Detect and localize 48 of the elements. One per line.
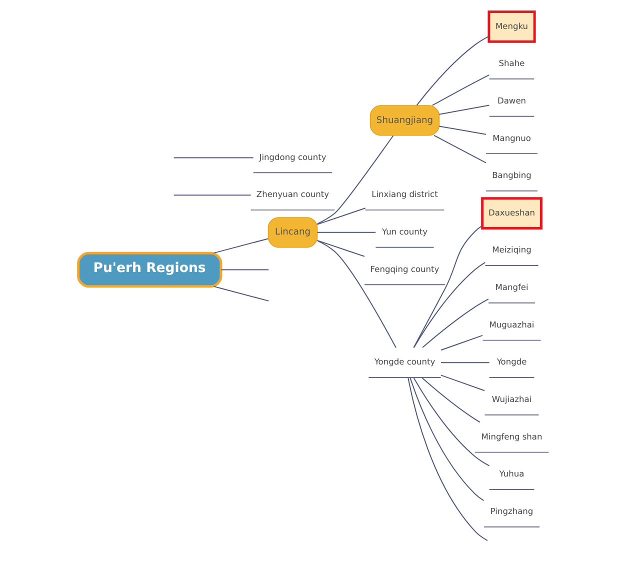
connector [413,262,486,348]
node-text: Dawen [497,95,526,106]
node-text: Mangnuo [492,132,531,143]
connector [421,377,480,423]
connector [213,286,270,302]
node-text: Yuhua [499,468,524,479]
node-box: Shuangjiang [370,105,440,136]
connector [173,157,254,158]
connector [408,377,488,542]
node-text: Yongde county [374,356,436,367]
node-text: Jingdong county [259,152,326,162]
node-text: Fengqing county [370,264,440,274]
connector [413,377,490,466]
connector [422,298,489,348]
node-text: Bangbing [492,170,532,180]
connector [440,362,490,364]
connector [438,104,490,115]
node-text: Mangfei [495,282,528,292]
connector [440,374,485,392]
connector [316,208,366,225]
connector [316,135,394,224]
node-text: Yun county [382,226,428,236]
node-text: Linxiang district [372,189,438,200]
connector [413,225,483,348]
connector [213,238,268,254]
node-text: Pingzhang [490,506,534,516]
connector [410,377,484,502]
node-box: Lincang [268,217,318,248]
connector [316,232,376,233]
node-text: Mingfeng shan [481,431,542,442]
node-text: Muguazhai [489,319,534,330]
node-text: Wujiazhai [492,394,532,404]
connector [432,74,490,106]
connector [416,36,490,106]
connector [173,194,252,196]
connector [440,334,483,351]
node-text: Shahe [498,58,525,68]
connector [434,134,486,164]
node-text: Meiziqing [492,244,532,255]
node-text: Yongde [496,356,527,367]
node-box: Daxueshan [481,197,542,230]
node-box: Mengku [488,10,536,43]
connector [316,240,365,257]
connector [220,269,270,270]
node-text: Zhenyuan county [256,189,330,200]
connector [438,126,486,135]
connector [316,240,396,348]
node-box: Pu'erh Regions [77,252,222,288]
